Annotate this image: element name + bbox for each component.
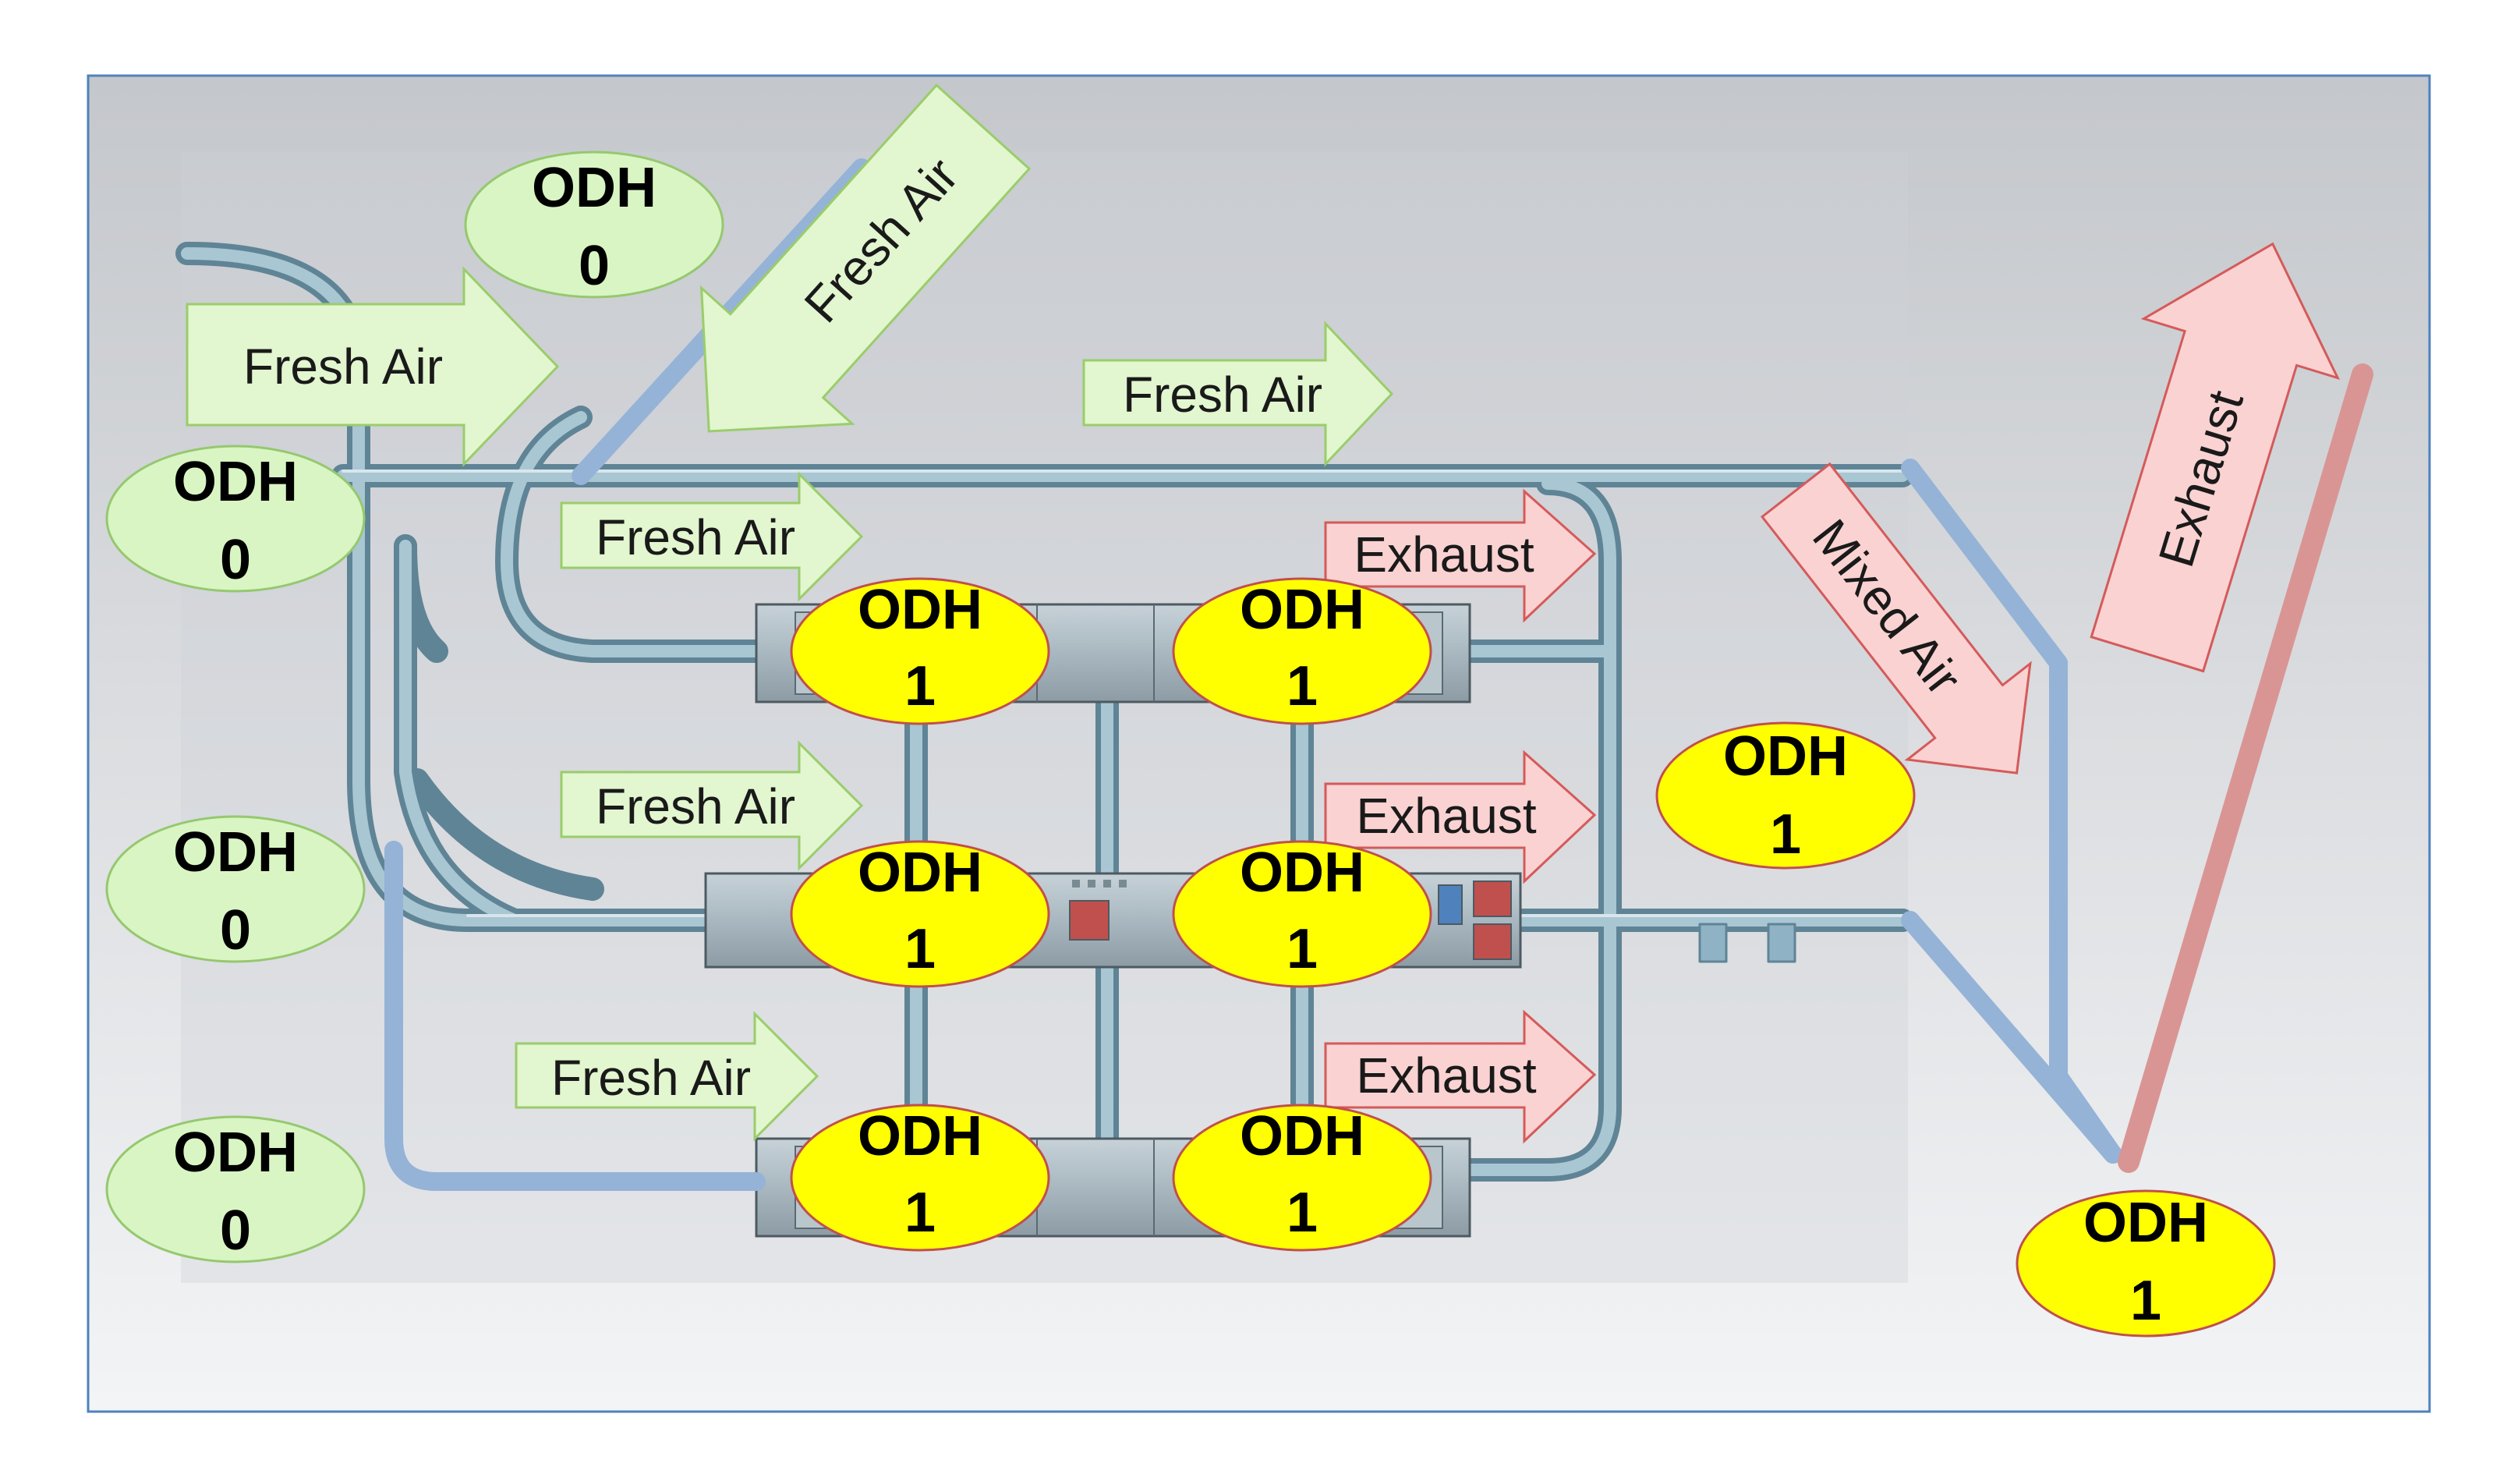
exhaust-arrow-stack: Exhaust xyxy=(2090,242,2341,673)
odh-badge-label: ODH xyxy=(1240,1105,1364,1168)
exhaust-arrow-row1: Exhaust xyxy=(1324,488,1597,623)
odh-badge-left-3: ODH 0 xyxy=(105,1115,366,1263)
odh-badge-level: 0 xyxy=(220,1199,251,1262)
panel-indicator-3 xyxy=(1473,881,1512,917)
exhaust-label: Exhaust xyxy=(1354,526,1534,583)
valve-stub-1 xyxy=(1698,923,1728,963)
fresh-air-arrow-row2: Fresh Air xyxy=(560,740,864,871)
odh-badge-row3-left: ODH 1 xyxy=(790,1104,1050,1252)
fresh-air-label: Fresh Air xyxy=(596,509,795,565)
odh-badge-level: 1 xyxy=(904,655,936,718)
odh-badge-left-1: ODH 0 xyxy=(105,445,366,593)
odh-badge-row1-left: ODH 1 xyxy=(790,577,1050,725)
exhaust-duct xyxy=(2118,363,2373,1173)
odh-badge-row2-left: ODH 1 xyxy=(790,840,1050,988)
odh-badge-far-right: ODH 1 xyxy=(2016,1189,2276,1338)
odh-badge-level: 1 xyxy=(1287,655,1318,718)
odh-badge-level: 1 xyxy=(1287,1182,1318,1244)
odh-badge-label: ODH xyxy=(858,842,982,904)
odh-badge-level: 1 xyxy=(1770,803,1801,866)
fresh-air-arrow-row3: Fresh Air xyxy=(515,1011,819,1142)
odh-badge-row3-right: ODH 1 xyxy=(1172,1104,1432,1252)
odh-badge-label: ODH xyxy=(858,1105,982,1168)
odh-badge-label: ODH xyxy=(858,579,982,641)
odh-badge-level: 0 xyxy=(579,235,610,297)
exhaust-label: Exhaust xyxy=(1356,788,1536,844)
odh-badge-top-left-upper: ODH 0 xyxy=(464,151,724,299)
odh-badge-level: 1 xyxy=(904,918,936,980)
odh-badge-label: ODH xyxy=(532,157,657,219)
odh-badge-level: 1 xyxy=(1287,918,1318,980)
odh-badge-label: ODH xyxy=(173,1121,298,1184)
panel-indicator-2 xyxy=(1438,884,1463,925)
panel-indicator-4 xyxy=(1473,923,1512,960)
fresh-air-label: Fresh Air xyxy=(551,1050,751,1106)
odh-badges: ODH 0 ODH 0 ODH 0 ODH 0 ODH 1 ODH 1 xyxy=(105,151,2276,1338)
fresh-air-label: Fresh Air xyxy=(243,338,443,395)
odh-badge-mixed-zone: ODH 1 xyxy=(1655,721,1916,870)
odh-badge-label: ODH xyxy=(173,821,298,884)
odh-badge-label: ODH xyxy=(2083,1192,2208,1254)
exhaust-arrow-row3: Exhaust xyxy=(1324,1009,1597,1144)
fresh-air-label: Fresh Air xyxy=(1123,367,1322,423)
fresh-air-label: Fresh Air xyxy=(596,778,795,834)
odh-badge-level: 1 xyxy=(904,1182,936,1244)
odh-badge-label: ODH xyxy=(173,451,298,513)
fresh-air-arrow-1: Fresh Air xyxy=(186,266,560,467)
panel-indicator-1 xyxy=(1069,900,1110,941)
odh-badge-label: ODH xyxy=(1240,579,1364,641)
odh-badge-row1-right: ODH 1 xyxy=(1172,577,1432,725)
pipe-network xyxy=(175,242,1914,1182)
fresh-air-arrow-row1: Fresh Air xyxy=(560,471,864,602)
odh-badge-level: 0 xyxy=(220,529,251,591)
odh-badge-left-2: ODH 0 xyxy=(105,815,366,963)
odh-badge-level: 0 xyxy=(220,899,251,962)
odh-badge-level: 1 xyxy=(2130,1270,2161,1332)
odh-badge-label: ODH xyxy=(1723,725,1848,788)
odh-badge-row2-right: ODH 1 xyxy=(1172,840,1432,988)
exhaust-arrow-row2: Exhaust xyxy=(1324,749,1597,884)
valve-stub-2 xyxy=(1767,923,1796,963)
exhaust-label: Exhaust xyxy=(1356,1047,1536,1104)
fresh-air-arrow-top: Fresh Air xyxy=(1082,321,1394,467)
odh-badge-label: ODH xyxy=(1240,842,1364,904)
